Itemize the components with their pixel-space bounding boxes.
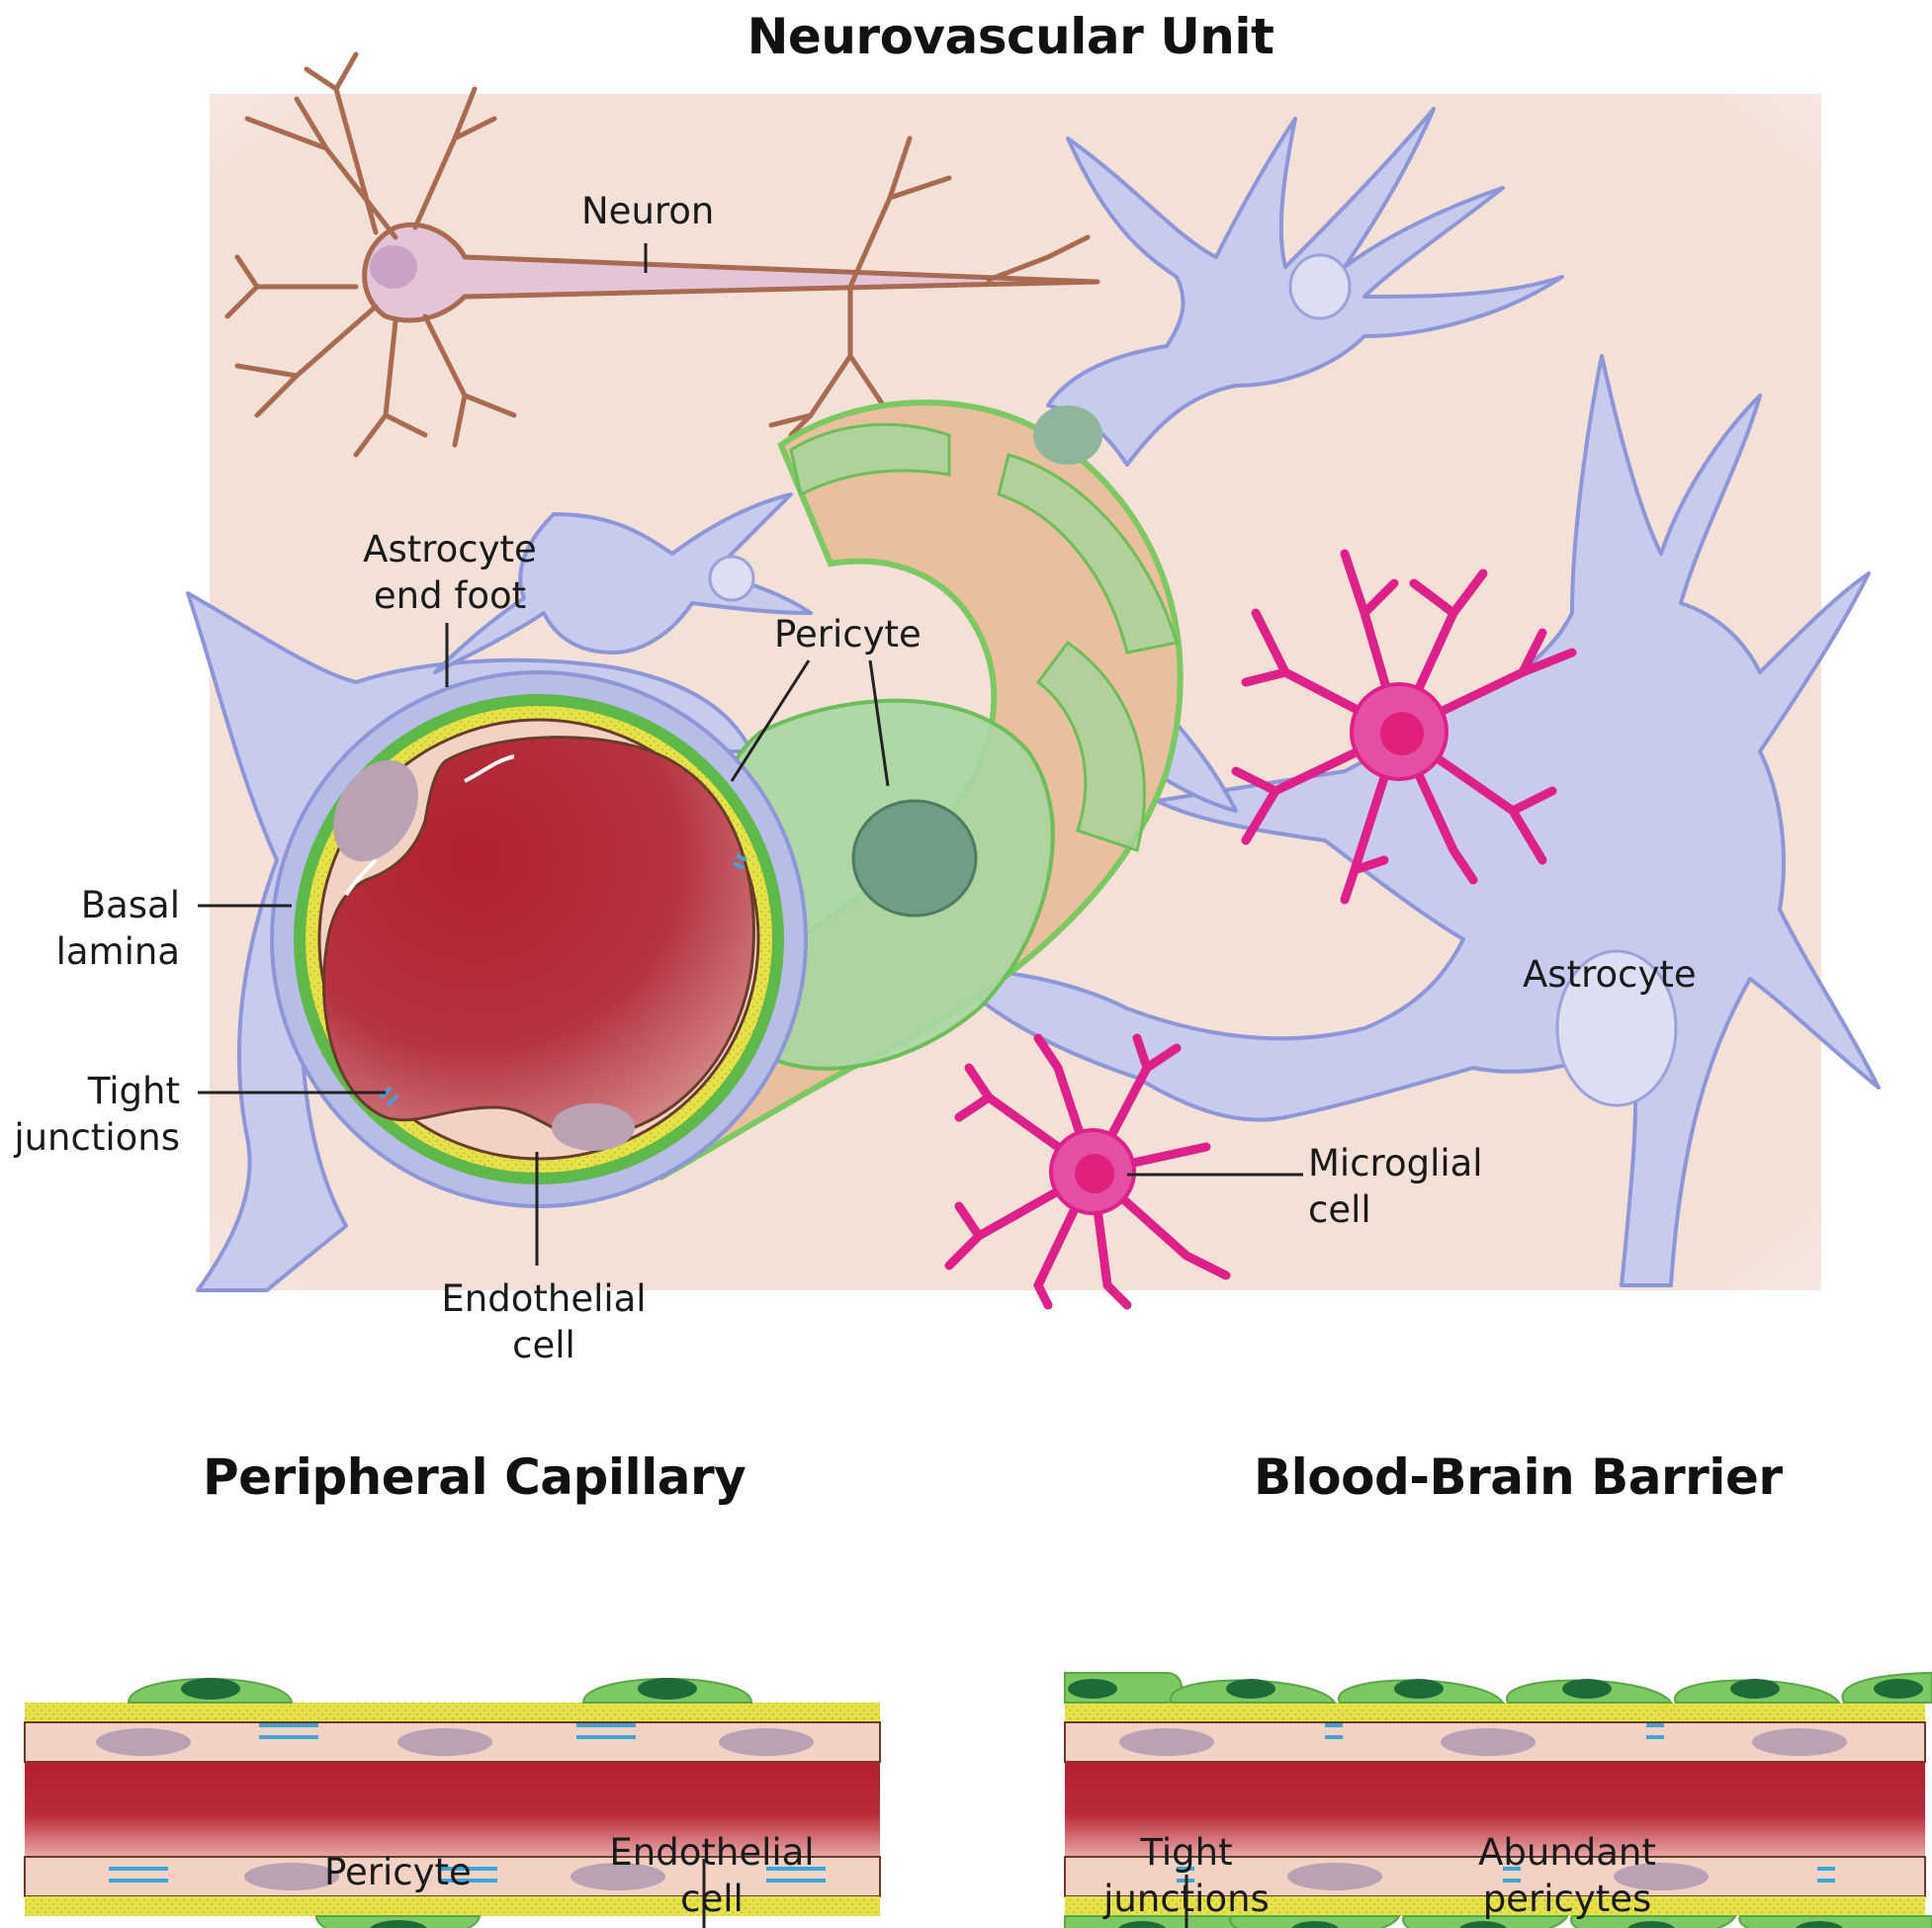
label-basal-lamina-line2: lamina: [55, 930, 180, 973]
label-neuron: Neuron: [581, 190, 715, 232]
neuron-cell: [224, 51, 1100, 458]
astrocyte-nucleus-right: [1555, 949, 1678, 1107]
endothelial-nucleus-bottom: [552, 1103, 635, 1151]
bbb-diagram: [1064, 1671, 1932, 1928]
peripheral-capillary-diagram: [24, 1678, 881, 1928]
label-bbb-tight-junctions-line2: junctions: [1103, 1878, 1270, 1920]
label-astrocyte-end-foot-line1: Astrocyte: [363, 528, 537, 570]
label-endothelial-cell: Endothelial cell: [425, 1275, 662, 1368]
label-bbb-abundant-pericytes: Abundant pericytes: [1463, 1829, 1671, 1922]
label-pc-endothelial-cell: Endothelial cell: [598, 1829, 826, 1922]
label-astrocyte-end-foot-line2: end foot: [373, 574, 527, 617]
title-blood-brain-barrier: Blood-Brain Barrier: [1254, 1448, 1783, 1506]
vessel-lumen: [322, 736, 755, 1139]
neuron-nucleus: [370, 245, 417, 289]
label-tight-junctions: Tight junctions: [0, 1068, 180, 1161]
label-bbb-abundant-pericytes-line2: pericytes: [1482, 1878, 1652, 1920]
title-neurovascular-unit: Neurovascular Unit: [746, 8, 1274, 65]
label-pc-endothelial-cell-line2: cell: [680, 1878, 744, 1920]
label-tight-junctions-line1: Tight: [87, 1070, 180, 1112]
astrocyte-nucleus-upper: [1288, 253, 1352, 320]
leader-lines: [198, 243, 1303, 1266]
title-peripheral-capillary: Peripheral Capillary: [203, 1448, 746, 1506]
label-pc-pericyte: Pericyte: [324, 1851, 472, 1893]
label-pericyte: Pericyte: [774, 613, 922, 656]
label-microglial-cell-line1: Microglial: [1308, 1142, 1483, 1184]
label-astrocyte: Astrocyte: [1523, 953, 1697, 996]
microglia-cells: [944, 549, 1577, 1310]
label-bbb-tight-junctions-line1: Tight: [1140, 1831, 1233, 1874]
microglia-nucleus-1: [1380, 712, 1424, 755]
label-endothelial-cell-line1: Endothelial: [441, 1277, 647, 1320]
label-basal-lamina-line1: Basal: [80, 884, 180, 926]
tight-junction-marks: [379, 853, 747, 1107]
label-tight-junctions-line2: junctions: [14, 1116, 180, 1159]
label-pc-endothelial-cell-line1: Endothelial: [609, 1831, 815, 1874]
label-astrocyte-end-foot: Astrocyte end foot: [346, 526, 554, 619]
label-endothelial-cell-line2: cell: [512, 1324, 575, 1366]
label-basal-lamina: Basal lamina: [20, 882, 180, 975]
label-microglial-cell-line2: cell: [1308, 1188, 1371, 1231]
pericyte-nucleus-upper: [1033, 405, 1102, 465]
vessel-cross-section: [270, 670, 808, 1208]
pericyte-nucleus: [851, 799, 978, 918]
label-bbb-abundant-pericytes-line1: Abundant: [1478, 1831, 1656, 1874]
microglia-nucleus-2: [1075, 1154, 1114, 1193]
label-microglial-cell: Microglial cell: [1308, 1140, 1483, 1233]
label-bbb-tight-junctions: Tight junctions: [1098, 1829, 1275, 1922]
endothelial-nucleus-left: [333, 759, 418, 862]
astrocyte-nucleus-small: [708, 555, 755, 602]
